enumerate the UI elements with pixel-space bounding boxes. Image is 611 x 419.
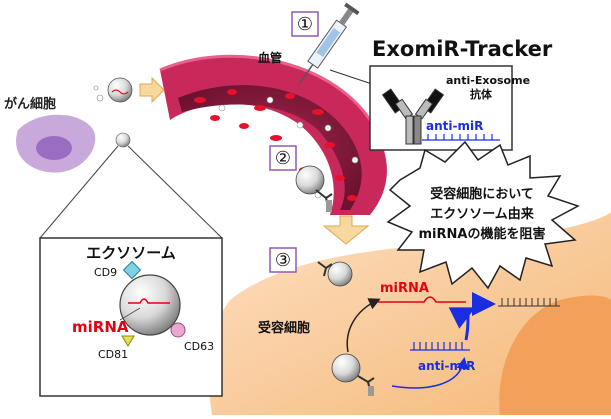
vessel-exosomes	[218, 96, 359, 199]
cancer-cell	[16, 114, 96, 173]
cancer-cell-label: がん細胞	[4, 96, 56, 112]
blood-vessel	[159, 54, 387, 215]
syringe-icon	[298, 2, 360, 85]
vessel-to-cell-arrow	[322, 215, 370, 245]
callout-starburst: 受容細胞において エクソソーム由来 miRNAの機能を阻害	[386, 140, 580, 290]
callout-line-1: 受容細胞において	[430, 186, 534, 202]
anti-mir-strand-box	[422, 134, 500, 141]
cd63-label: CD63	[184, 340, 214, 353]
blood-vessel-label: 血管	[258, 50, 282, 65]
inhibition-arrow	[448, 307, 476, 341]
step-2-label: ②	[275, 148, 291, 169]
exosome-label: エクソソーム	[86, 244, 176, 262]
target-mrna	[498, 298, 560, 307]
zoom-lines	[39, 145, 223, 239]
exosome-detail-box: エクソソーム miRNA CD9 CD81 CD63	[39, 237, 223, 397]
cd81-marker	[121, 335, 135, 347]
exosome-tracker-complex-vessel	[295, 165, 333, 212]
antibody-icon	[381, 88, 445, 145]
recipient-cell-nucleus	[499, 295, 611, 415]
step-3-badge	[269, 247, 297, 273]
antibody-info-box: anti-Exosome 抗体 anti-miR	[369, 65, 530, 151]
cancer-cell-nucleus	[36, 136, 72, 160]
step-1-label: ①	[297, 14, 313, 35]
antibody-label-line2: 抗体	[470, 87, 493, 101]
step-2-badge	[269, 145, 297, 171]
exosome-from-cancer-cell	[93, 77, 133, 148]
cd9-marker	[122, 260, 142, 280]
antibody-label-line1: anti-Exosome	[446, 74, 530, 87]
exosome-mirna-strand	[128, 298, 170, 304]
cd63-marker	[170, 322, 186, 338]
anti-mir-strand-cell	[410, 342, 470, 351]
step-3-label: ③	[275, 250, 291, 271]
release-arrow	[346, 298, 381, 353]
step-1-badge	[291, 11, 319, 37]
recipient-cell-label: 受容細胞	[258, 320, 310, 336]
anti-mir-release-arrow	[391, 357, 469, 389]
mirna-strand-cell	[378, 296, 466, 303]
mirna-label-box: miRNA	[72, 318, 129, 336]
exosome-tracker-complex-internal	[331, 353, 375, 396]
mirna-label-cell: miRNA	[380, 281, 429, 296]
callout-line-3: miRNAの機能を阻害	[419, 226, 546, 242]
cd81-label: CD81	[98, 348, 128, 361]
exosome-tracker-complex-entry	[317, 261, 353, 287]
title: ExomiR-Tracker	[372, 37, 553, 61]
callout-line-2: エクソソーム由来	[430, 206, 535, 222]
callout-line	[329, 69, 373, 85]
cd9-label: CD9	[94, 266, 117, 279]
anti-mir-label-cell: anti-miR	[418, 359, 475, 373]
exosome-large	[119, 274, 181, 336]
anti-mir-label-box: anti-miR	[426, 119, 483, 133]
cancer-to-vessel-arrow	[139, 76, 165, 104]
